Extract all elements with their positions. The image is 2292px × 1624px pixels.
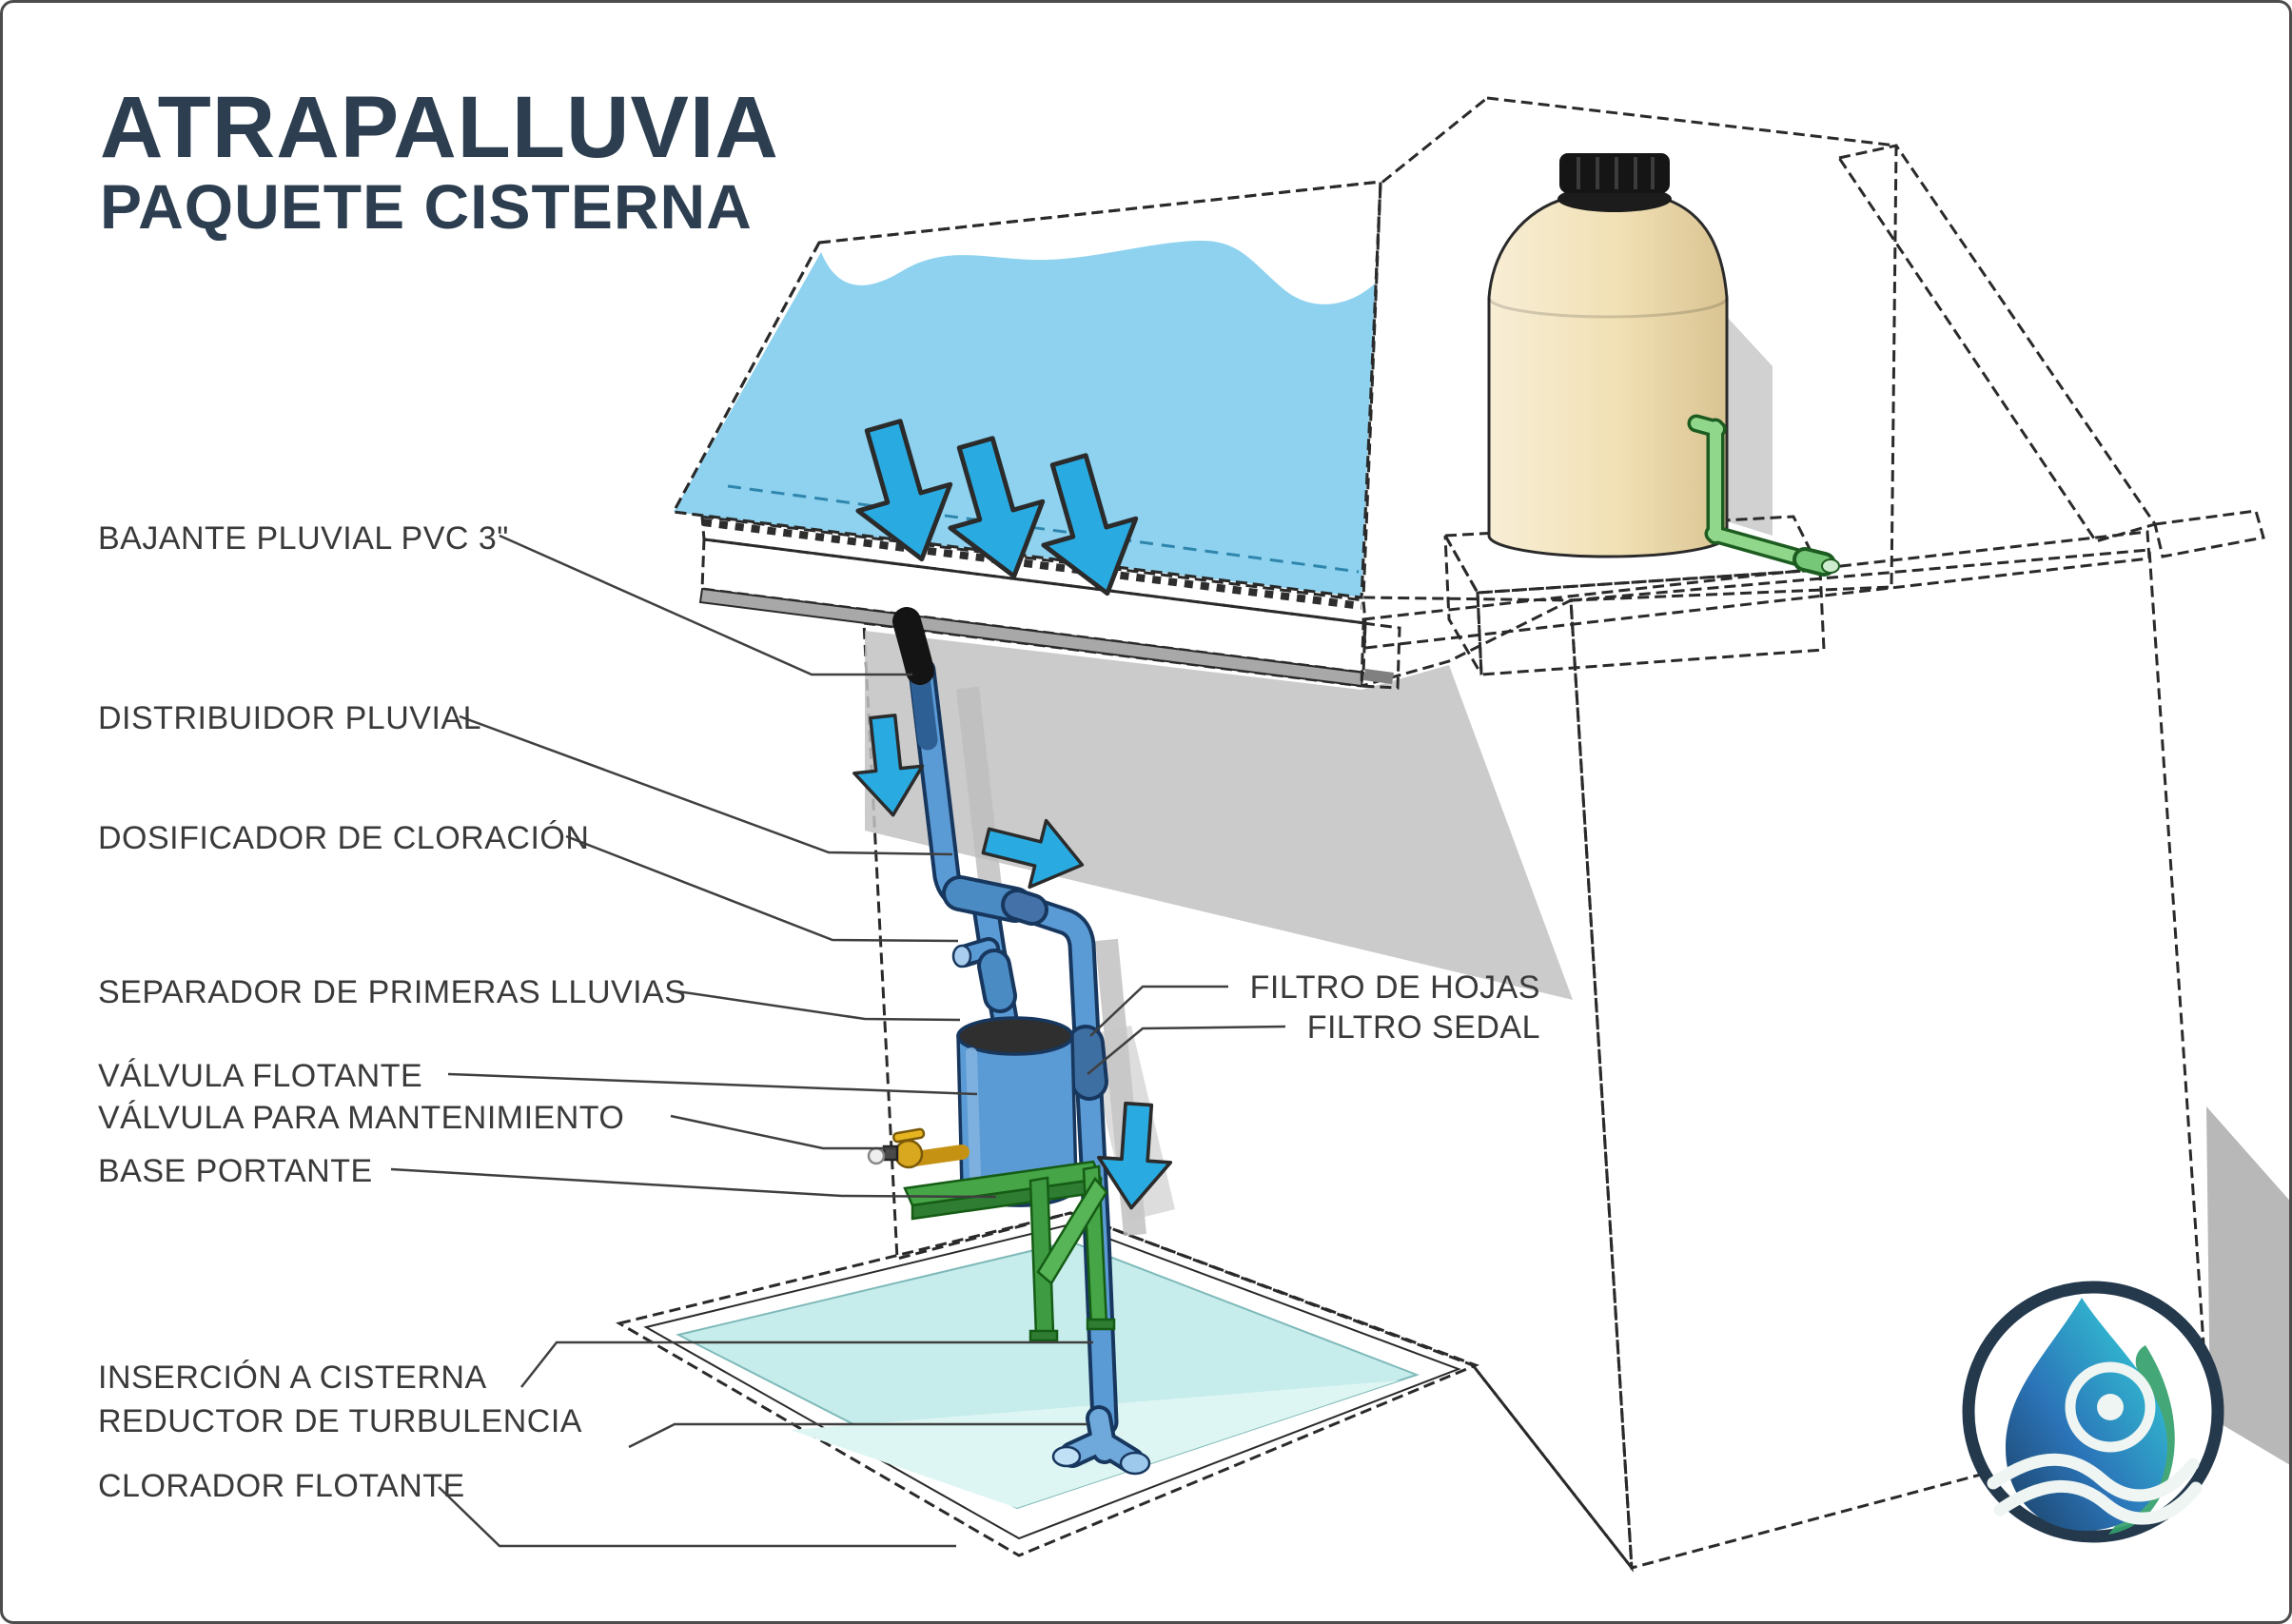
roof-edge-dashed-line [727,484,1360,574]
label-distribuidor-pluvial: DISTRIBUIDOR PLUVIAL [98,700,481,736]
support-frame [903,1160,1116,1342]
callout-labels: BAJANTE PLUVIAL PVC 3" DISTRIBUIDOR PLUV… [98,520,1540,1504]
label-valvula-mantenimiento: VÁLVULA PARA MANTENIMIENTO [98,1100,624,1136]
logo-wave-2 [1993,1479,2203,1525]
page-subtitle: PAQUETE CISTERNA [100,171,753,242]
label-valvula-flotante: VÁLVULA FLOTANTE [98,1058,422,1094]
label-reductor-turbulencia: REDUCTOR DE TURBULENCIA [98,1403,582,1439]
right-eave [2153,509,2265,558]
label-filtro-hojas: FILTRO DE HOJAS [1250,969,1540,1006]
leader-distribuidor [459,714,953,856]
gutter-end-inner [1363,669,1394,684]
water-drop-logo-icon [1962,1281,2224,1543]
wall-base-edge [1471,1364,1634,1569]
leader-base-portante [390,1167,997,1199]
roof-water-sheet [674,240,1375,597]
wall-shadow [865,631,1573,1000]
tank-wall-shadow [1727,317,1773,536]
tank-lid-ticks [1577,157,1655,189]
gutter-bottom-lip [698,587,1365,688]
filter-line-arrow [1097,1101,1173,1210]
roof-plane-outline [671,180,1382,599]
label-bajante-pluvial: BAJANTE PLUVIAL PVC 3" [98,520,509,557]
logo-eye-ring [2065,1361,2156,1453]
label-filtro-sedal: FILTRO SEDAL [1307,1009,1540,1046]
label-base-portante: BASE PORTANTE [98,1153,373,1189]
tank-body [1487,196,1729,558]
tank-seam [1487,297,1729,319]
gutter-outlet-elbow [892,607,934,685]
leader-valvula-mantenimiento [670,1114,895,1150]
roof-fascia-band [1361,530,2151,650]
ground-shadow [2206,1106,2289,1465]
rooftop-pipe-green [1687,414,1840,577]
logo-drop [2006,1298,2167,1531]
flow-arrows [852,419,1173,1210]
leader-separador [670,988,961,1022]
rain-arrow-2 [948,436,1046,579]
house-structure [862,96,2289,1573]
leader-dosificador [565,834,959,943]
downspout-arrow [852,714,925,817]
logo-wave-1 [1987,1453,2200,1502]
rain-arrow-1 [855,419,953,562]
horizontal-flow-arrow [981,818,1085,890]
turbulence-reducer [1051,1405,1151,1476]
label-dosificador-cloracion: DOSIFICADOR DE CLORACIÓN [98,820,589,856]
leader-filtro-sedal [1087,1025,1286,1075]
roof-with-rainwater [671,180,1382,599]
leader-reductor [628,1422,1087,1449]
leader-insercion [520,1340,1093,1388]
label-clorador-flotante: CLORADOR FLOTANTE [98,1468,465,1504]
leader-lines [390,534,1286,1548]
page-title: ATRAPALLUVIA [100,79,779,176]
cistern-opening [616,1211,1634,1569]
label-insercion-cisterna: INSERCIÓN A CISTERNA [98,1360,487,1396]
first-flush-separator [956,1016,1079,1207]
rain-arrow-3 [1041,453,1139,597]
leader-filtro-hojas [1089,985,1228,1037]
title-block: ATRAPALLUVIA PAQUETE CISTERNA [100,79,779,242]
cistern-slab-edge [616,1211,1480,1557]
rooftop-tank-assembly [1442,153,1840,676]
gutter-end-cap [1360,621,1401,690]
leader-clorador [438,1486,956,1548]
label-separador-primeras-lluvias: SEPARADOR DE PRIMERAS LLUVIAS [98,974,686,1010]
rain-gutter [698,515,1401,690]
logo-eye-dot [2097,1394,2124,1420]
right-roof-slope [1836,144,2158,543]
leader-valvula-flotante [447,1072,978,1096]
leader-bajante [499,534,912,676]
water-tank [1487,153,1729,558]
gutter-hatch [702,519,1362,610]
diagram-svg: BAJANTE PLUVIAL PVC 3" DISTRIBUIDOR PLUV… [98,79,2289,1573]
